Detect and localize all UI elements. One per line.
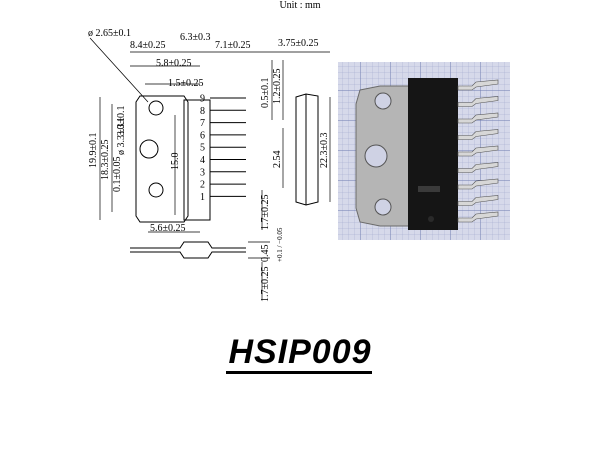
dim-1-2: 1.2±0.25 [272,69,283,105]
pin-number: 7 [200,118,205,129]
photo-pin [457,211,499,223]
pin-number: 9 [200,94,205,105]
dim-big-hole: ø 3.3±0.1 [116,117,127,155]
dim-3-75: 3.75±0.25 [278,38,319,49]
photo-pin [457,129,499,140]
dim-0-45-tol: +0.1 / −0.05 [276,227,284,262]
dim-5-8: 5.8±0.25 [156,58,192,69]
bottom-hole-icon [148,182,164,198]
dim-1-7-a: 1.7±0.25 [260,195,271,231]
dim-5-6: 5.6±0.25 [150,223,186,234]
dim-8-4: 8.4±0.25 [130,40,166,51]
dim-15-0: 15.0 [170,153,181,171]
pin-number: 6 [200,130,205,141]
dim-6-3: 6.3±0.3 [180,32,211,43]
photo-pin-array [457,79,499,223]
photo-pin [457,162,499,173]
center-hole-icon [139,139,159,159]
side-view [295,93,319,206]
dim-19-9: 19.9±0.1 [88,133,99,169]
top-hole-icon [148,100,164,116]
dim-1-7-b: 1.7±0.25 [260,267,271,303]
title-underline [226,371,372,374]
dim-0-45: 0.45 [260,245,271,263]
dim-18-3: 18.3±0.25 [100,140,111,181]
unit-label: Unit : mm [279,0,321,11]
pin-number: 3 [200,167,205,178]
dim-3-3: 3.3±0.1 [116,106,127,137]
pin-number: 2 [200,180,205,191]
dim-22-3: 22.3±0.3 [319,133,330,169]
bottom-view [130,241,246,259]
pin-number: 4 [200,155,205,166]
dim-0-5: 0.5±0.1 [260,78,271,109]
photo-pin [457,96,499,107]
dim-hole-dia: ø 2.65±0.1 [88,28,131,39]
dimension-labels: ø 2.65±0.1 8.4±0.25 6.3±0.3 7.1±0.25 3.7… [88,28,330,302]
dim-1-5: 1.5±0.25 [168,78,204,89]
photo-pin [457,178,499,190]
dim-2-54: 2.54 [272,151,283,169]
photo-pin [457,79,499,91]
photo-pin [457,145,499,157]
photo-pin [457,112,499,124]
photo-pin [457,195,499,206]
dimension-lines [89,37,331,300]
pin-number: 1 [200,192,205,203]
package-name: HSIP009 [228,333,372,371]
pin-number: 5 [200,143,205,154]
pin-number: 8 [200,106,205,117]
dim-7-1: 7.1±0.25 [215,40,251,51]
dim-0-1: 0.1±0.05 [112,157,123,193]
